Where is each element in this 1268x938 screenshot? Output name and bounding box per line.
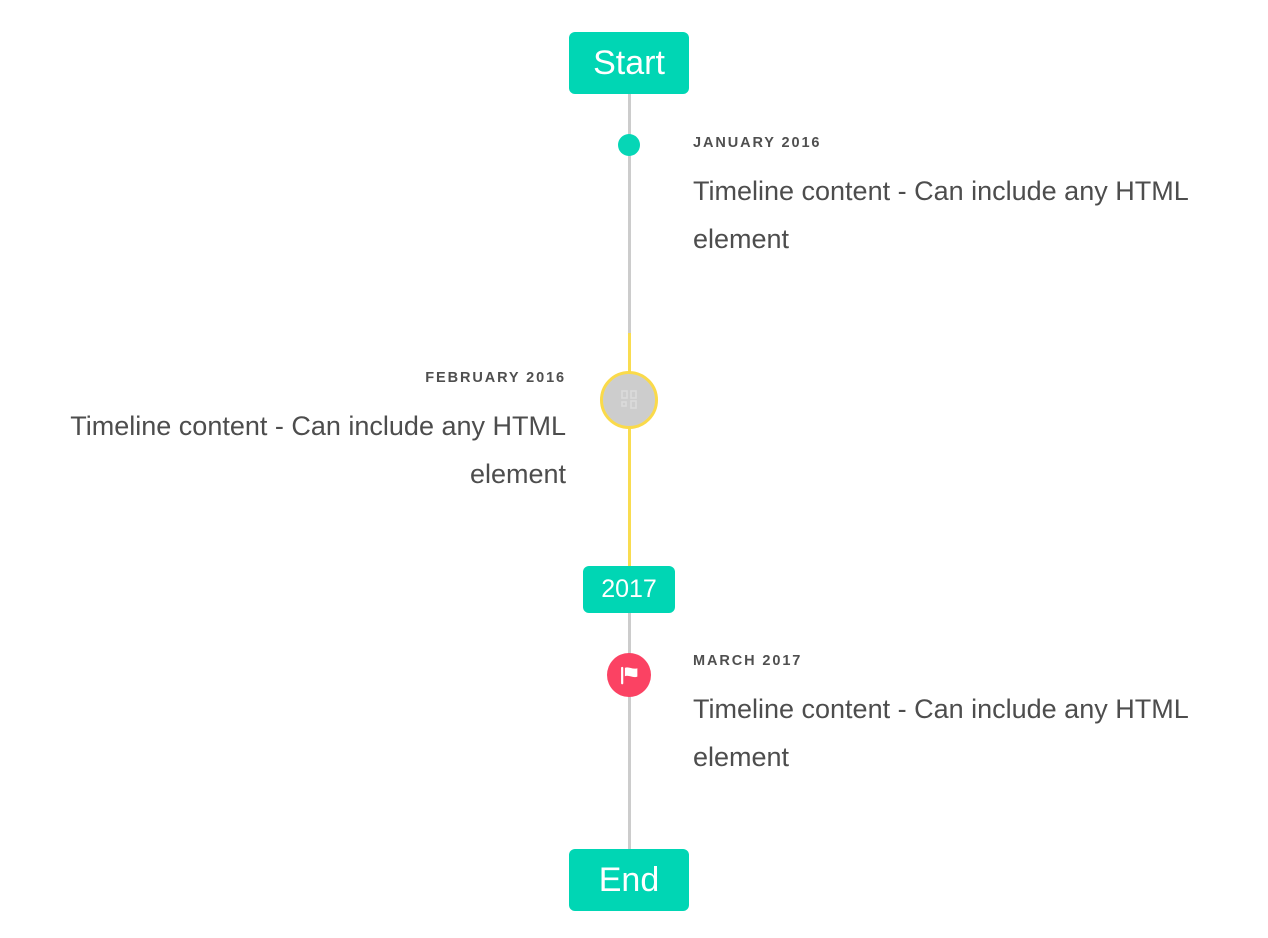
timeline-entry-march: March 2017 Timeline content - Can includ… [693,653,1233,782]
timeline-entry-body: Timeline content - Can include any HTML … [70,411,566,490]
timeline-entry-date: January 2016 [693,135,822,151]
missing-glyph-icon[interactable] [600,371,658,429]
timeline-entry-date: March 2017 [693,653,803,669]
timeline-entry-body: Timeline content - Can include any HTML … [693,694,1188,773]
timeline-entry-date: February 2016 [425,370,566,386]
timeline-rail-segment-highlighted [628,333,631,566]
flag-inner-icon [620,666,637,684]
timeline-entry-february: February 2016 Timeline content - Can inc… [38,370,566,499]
flag-icon[interactable] [607,653,651,697]
timeline-rail-segment-top [628,93,631,333]
timeline-year-badge[interactable]: 2017 [583,566,675,613]
timeline-start-badge[interactable]: Start [569,32,689,94]
missing-glyph-inner-icon [620,390,637,409]
timeline-entry-january: January 2016 Timeline content - Can incl… [693,135,1233,264]
timeline-end-badge[interactable]: End [569,849,689,911]
timeline-entry-body: Timeline content - Can include any HTML … [693,176,1188,255]
dot-icon[interactable] [618,134,640,156]
timeline-rail-segment-bottom [628,612,631,850]
